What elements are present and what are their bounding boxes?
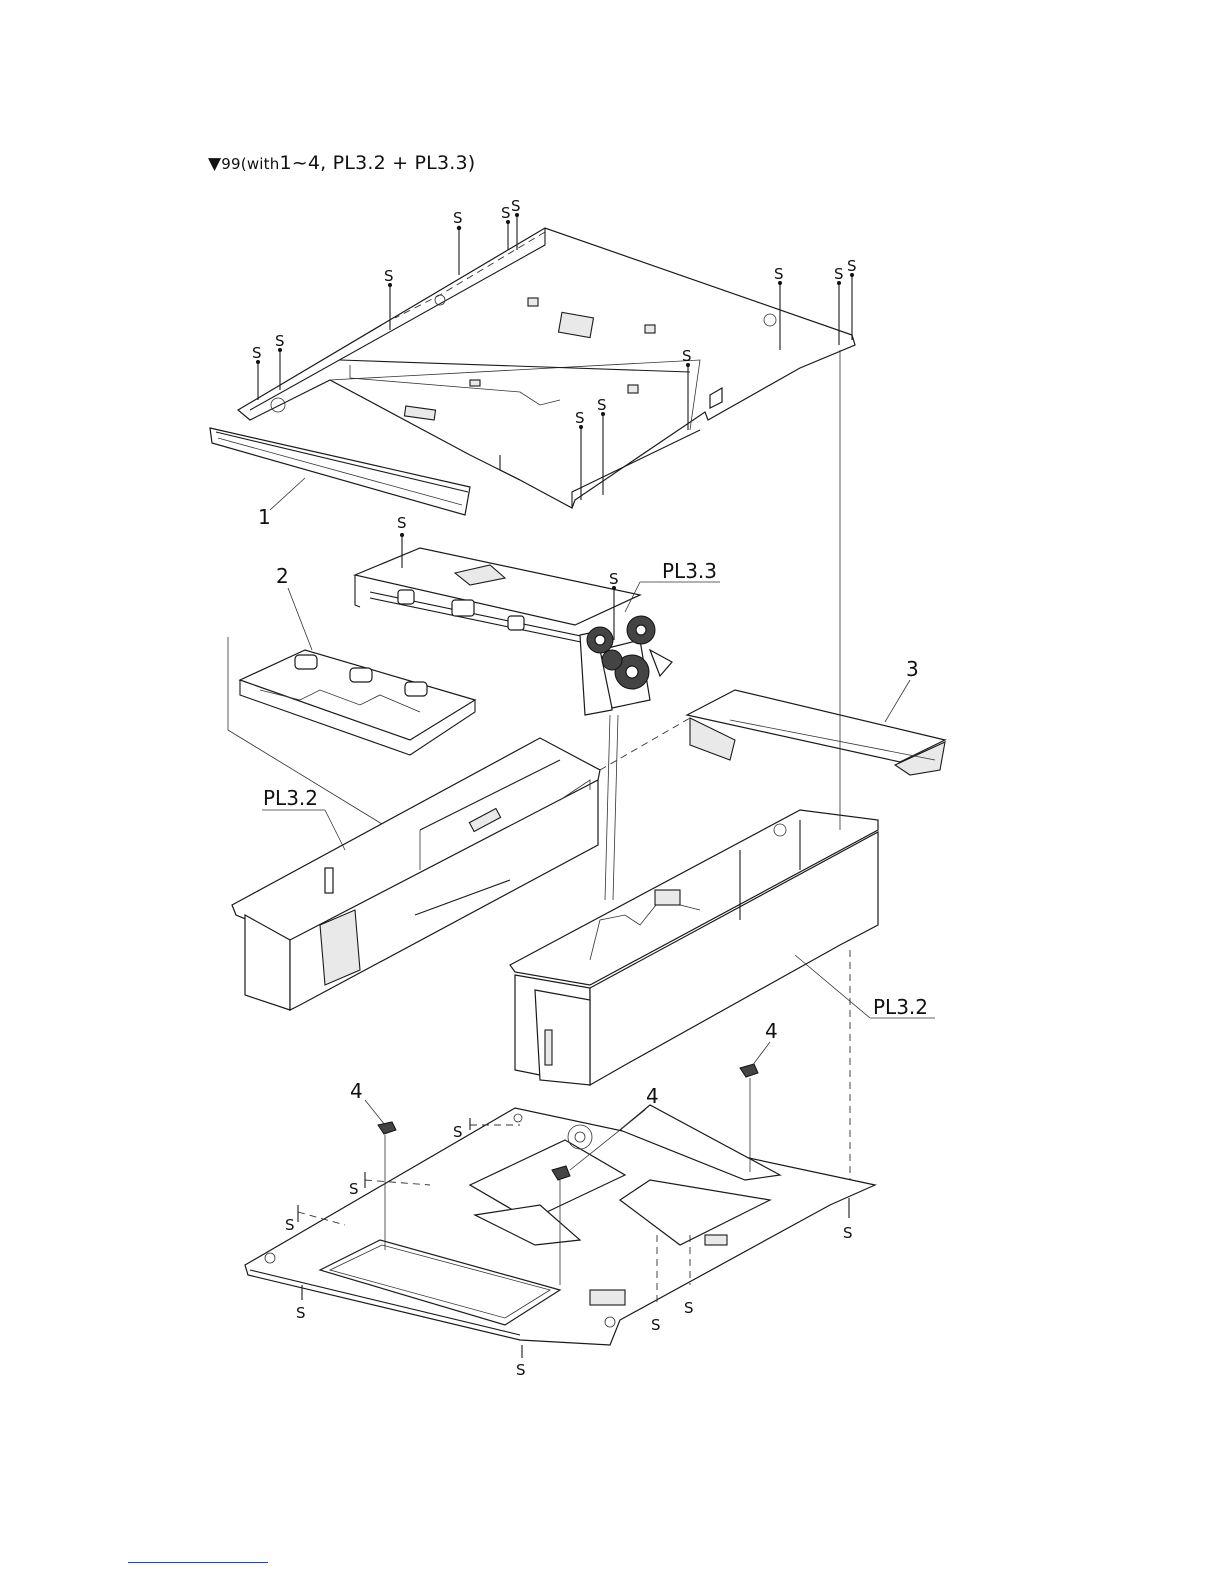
callout-pl32-left: PL3.2 [263, 786, 318, 810]
screw-label: S [575, 409, 585, 427]
callout-2: 2 [276, 564, 289, 588]
screw-label: S [252, 344, 262, 362]
screw-label: S [609, 570, 619, 588]
screw-label: S [397, 514, 407, 532]
screw-label: S [511, 197, 521, 215]
callout-1: 1 [258, 505, 271, 529]
screw-label: S [774, 265, 784, 283]
callout-3: 3 [906, 657, 919, 681]
cover-dash-line [600, 718, 690, 770]
screw-label: S [516, 1361, 526, 1379]
screw-label: S [651, 1316, 661, 1334]
screw-label: S [349, 1180, 359, 1198]
screw-label: S [501, 204, 511, 222]
screw-label: S [597, 396, 607, 414]
screw-label: S [847, 257, 857, 275]
callout-pl32-right: PL3.2 [873, 995, 928, 1019]
screw-label: S [684, 1299, 694, 1317]
screw-label: S [843, 1224, 853, 1242]
callout-pl33: PL3.3 [662, 559, 717, 583]
screw-label: S [285, 1216, 295, 1234]
screw-label: S [453, 1123, 463, 1141]
callout-4-center: 4 [646, 1084, 659, 1108]
roller-holder-part-2 [240, 650, 475, 755]
screw-label: S [834, 265, 844, 283]
screw-label: S [275, 332, 285, 350]
front-cover-part-1 [210, 428, 470, 515]
screw-label: S [296, 1304, 306, 1322]
footer-link-line [128, 1562, 268, 1563]
screw-label: S [384, 267, 394, 285]
screw-label: S [682, 347, 692, 365]
callout-4-right: 4 [765, 1019, 778, 1043]
screw-label: S [453, 209, 463, 227]
callout-4-left: 4 [350, 1079, 363, 1103]
cover-part-3 [687, 690, 945, 775]
